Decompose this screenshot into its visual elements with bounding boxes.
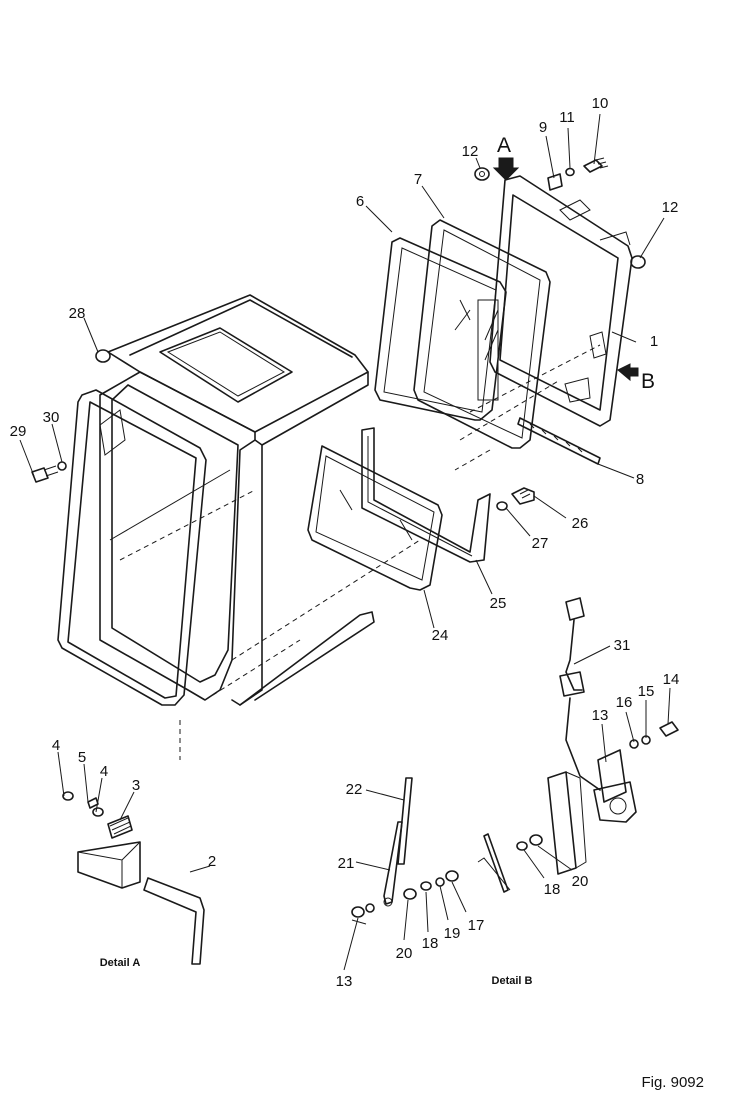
detail-a-label: Detail A — [100, 957, 141, 969]
callout-5: 5 — [78, 749, 86, 766]
bracket-9 — [547, 173, 563, 191]
callout-20-right: 20 — [572, 873, 589, 890]
view-letter-a: A — [497, 134, 511, 157]
callout-1: 1 — [650, 333, 658, 350]
front-window-seal — [57, 389, 207, 706]
view-arrow-b — [617, 363, 639, 382]
callout-31: 31 — [614, 637, 631, 654]
callout-labels: 1 2 3 4 4 5 6 7 8 9 10 11 12 12 13 13 14… — [10, 95, 680, 990]
assembly-line-a — [469, 344, 601, 413]
callout-22: 22 — [346, 781, 363, 798]
callout-30: 30 — [43, 409, 60, 426]
sliding-frame-1 — [477, 175, 633, 427]
cap-12-right — [630, 255, 646, 269]
detail-b-group — [351, 597, 679, 925]
callout-9: 9 — [539, 119, 547, 136]
washer-27 — [496, 501, 508, 511]
callout-7: 7 — [414, 171, 422, 188]
bolt-10 — [583, 157, 609, 173]
detail-b-label: Detail B — [492, 975, 533, 987]
assembly-line-b — [459, 379, 561, 441]
callout-18-right: 18 — [544, 881, 561, 898]
callout-26: 26 — [572, 515, 589, 532]
window-glass-6 — [374, 237, 507, 421]
view-arrow-a — [492, 157, 520, 181]
callout-12-right: 12 — [662, 199, 679, 216]
callout-19: 19 — [444, 925, 461, 942]
callout-25: 25 — [490, 595, 507, 612]
callout-21: 21 — [338, 855, 355, 872]
cab-body — [99, 294, 375, 706]
callout-29: 29 — [10, 423, 27, 440]
rail-8-ribs — [529, 423, 583, 453]
detail-a-group — [62, 791, 205, 965]
callout-12-top: 12 — [462, 143, 479, 160]
window-seal-7 — [413, 219, 551, 449]
bolt-29 — [31, 465, 59, 483]
leader-lines — [19, 113, 671, 971]
callout-3: 3 — [132, 777, 140, 794]
cap-28 — [95, 349, 111, 363]
bolt-26 — [511, 487, 535, 505]
callout-14: 14 — [663, 671, 680, 688]
figure-number: Fig. 9092 — [641, 1074, 704, 1091]
assembly-line-c — [454, 449, 491, 471]
callout-24: 24 — [432, 627, 449, 644]
callout-6: 6 — [356, 193, 364, 210]
cap-12-top — [474, 167, 490, 181]
assembly-line-d — [231, 539, 421, 661]
callout-18-left: 18 — [422, 935, 439, 952]
washer-30 — [57, 461, 67, 471]
lower-glass-24 — [307, 445, 443, 591]
view-letter-b: B — [641, 370, 655, 393]
callout-28: 28 — [69, 305, 86, 322]
callout-20-left: 20 — [396, 945, 413, 962]
callout-2: 2 — [208, 853, 216, 870]
callout-13-nut: 13 — [336, 973, 353, 990]
washer-11 — [565, 167, 575, 177]
callout-10: 10 — [592, 95, 609, 112]
callout-16: 16 — [616, 694, 633, 711]
callout-15: 15 — [638, 683, 655, 700]
callout-4-right: 4 — [100, 763, 108, 780]
callout-27: 27 — [532, 535, 549, 552]
callout-17: 17 — [468, 917, 485, 934]
callout-11: 11 — [559, 109, 575, 126]
callout-4-left: 4 — [52, 737, 60, 754]
callout-13-motor: 13 — [592, 707, 609, 724]
callout-8: 8 — [636, 471, 644, 488]
lower-seal-25 — [361, 427, 491, 563]
